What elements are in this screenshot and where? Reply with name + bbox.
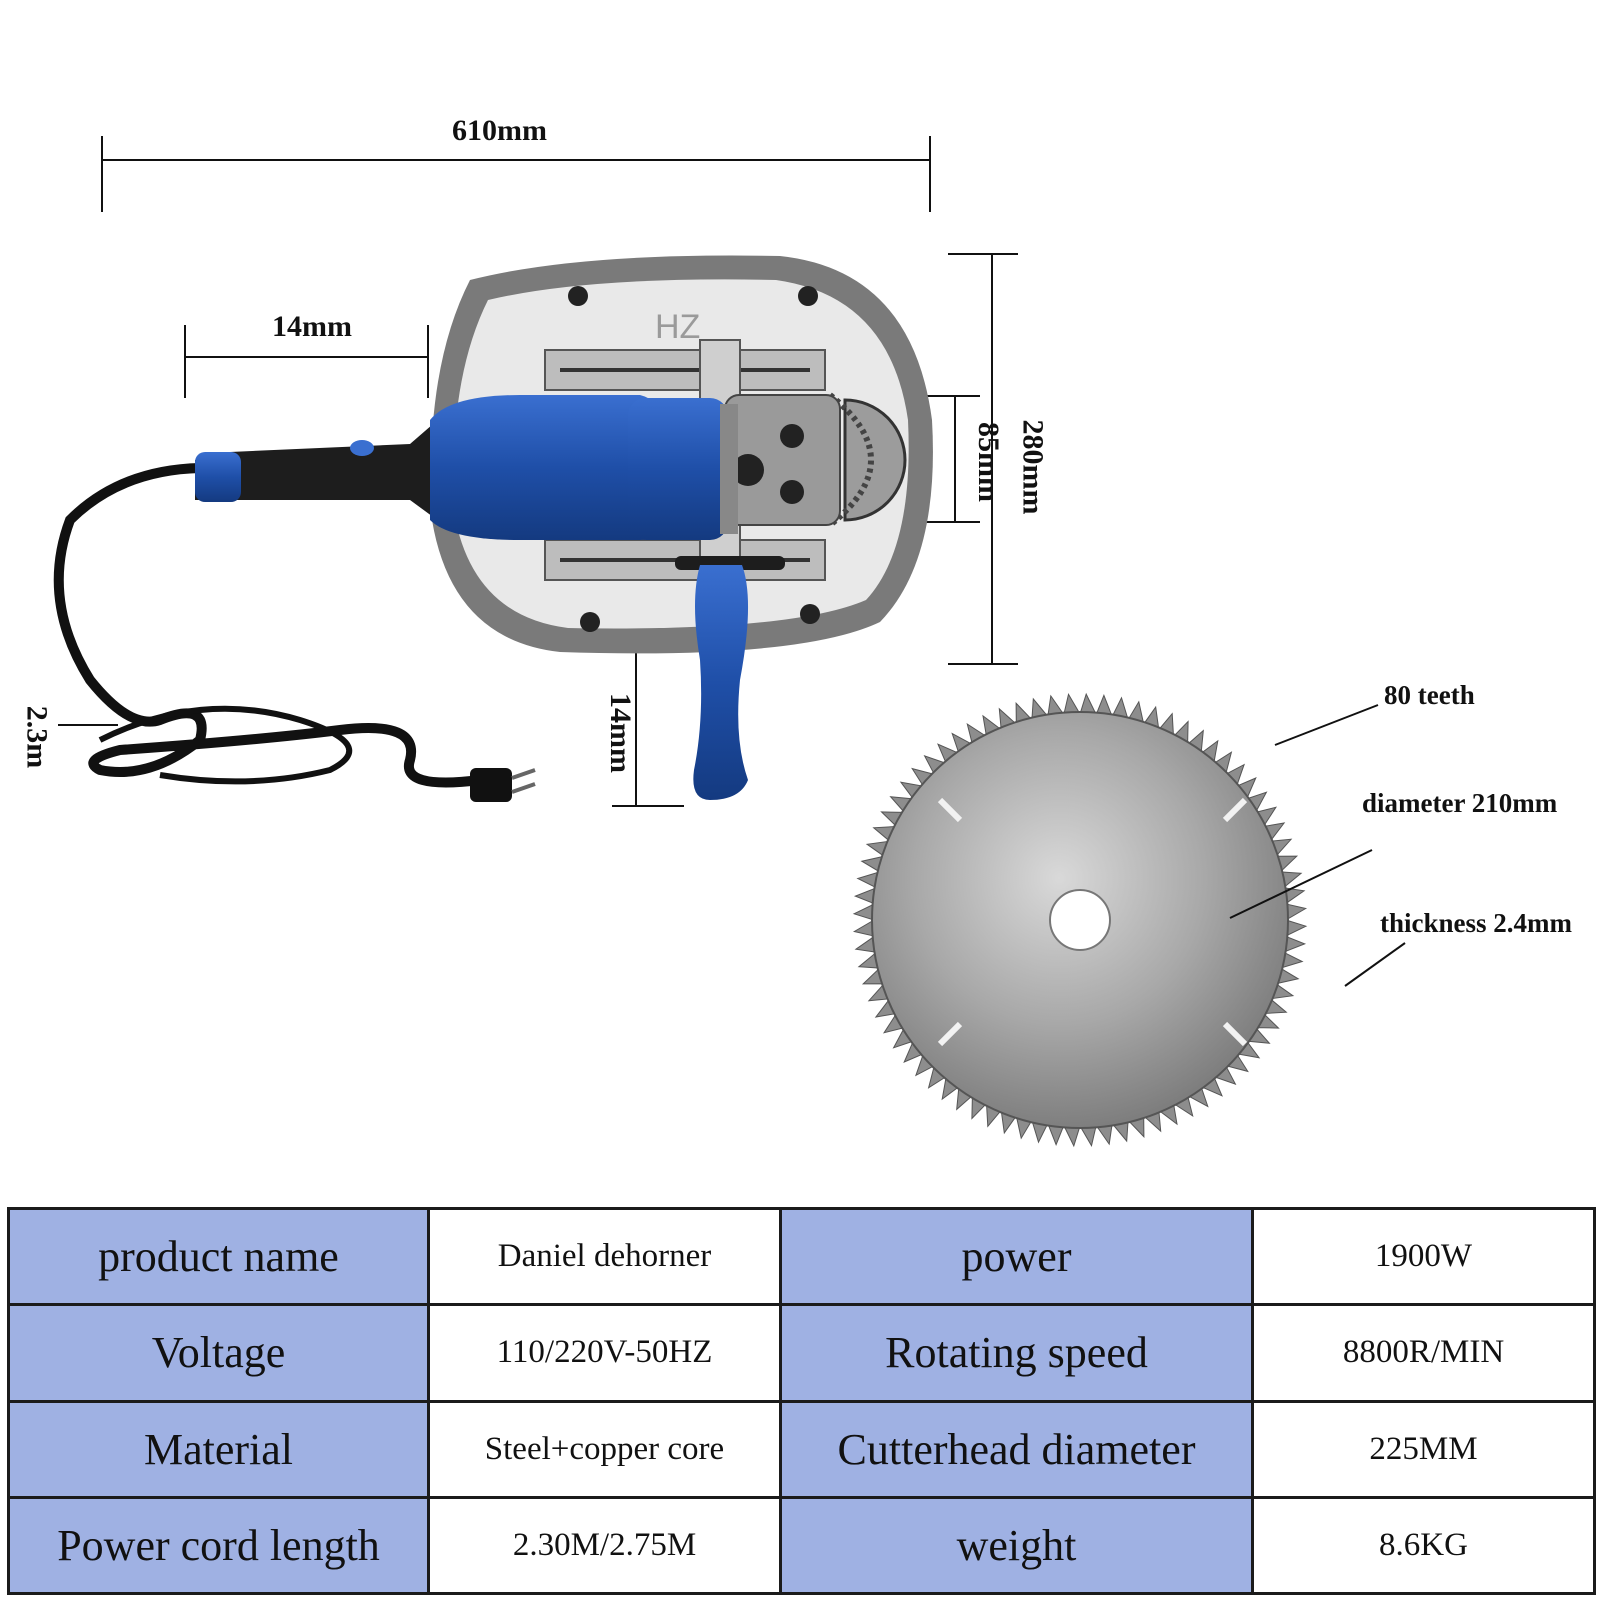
spec-value: 110/220V-50HZ (427, 1303, 782, 1403)
spec-label: Power cord length (7, 1495, 430, 1596)
spec-table: product name Daniel dehorner power 1900W… (7, 1206, 1596, 1596)
spec-label: weight (779, 1495, 1254, 1596)
spec-label: Cutterhead diameter (779, 1399, 1254, 1499)
spec-value: 225MM (1251, 1399, 1596, 1499)
power-cord (53, 463, 485, 788)
spec-value: 8800R/MIN (1251, 1303, 1596, 1403)
diameter-callout: diameter 210mm (1362, 788, 1558, 818)
plug (470, 768, 536, 802)
spec-value: Steel+copper core (427, 1399, 782, 1499)
tool-illustration: HZ (53, 136, 1406, 1148)
callout-leaders (1229, 704, 1406, 987)
height-label: 280mm (1016, 419, 1050, 515)
saw-blade (852, 692, 1308, 1148)
thickness-callout: thickness 2.4mm (1380, 908, 1573, 938)
spec-label: power (779, 1206, 1254, 1307)
teeth-callout: 80 teeth (1384, 680, 1475, 710)
spec-value: 8.6KG (1251, 1495, 1596, 1596)
spec-label: product name (7, 1206, 430, 1307)
side-handle (675, 556, 785, 800)
spec-row: Power cord length 2.30M/2.75M weight 8.6… (7, 1495, 1596, 1596)
tool-body (195, 395, 738, 540)
gear-head (724, 394, 841, 526)
head-width-label: 85mm (971, 422, 1005, 502)
overall-length-label: 610mm (452, 114, 547, 147)
handle-offset-label: 14mm (272, 310, 352, 343)
spec-row: Voltage 110/220V-50HZ Rotating speed 880… (7, 1303, 1596, 1403)
plate-logo: HZ (655, 308, 700, 346)
guard-blade (828, 392, 907, 528)
spec-value: 2.30M/2.75M (427, 1495, 782, 1596)
spec-value: Daniel dehorner (427, 1206, 782, 1307)
spec-value: 1900W (1251, 1206, 1596, 1307)
cord-length-label: 2.3m (20, 705, 54, 769)
spec-label: Material (7, 1399, 430, 1499)
spec-row: product name Daniel dehorner power 1900W (7, 1206, 1596, 1307)
spec-label: Rotating speed (779, 1303, 1254, 1403)
spec-label: Voltage (7, 1303, 430, 1403)
grip-length-label: 14mm (603, 693, 637, 773)
spec-row: Material Steel+copper core Cutterhead di… (7, 1399, 1596, 1499)
